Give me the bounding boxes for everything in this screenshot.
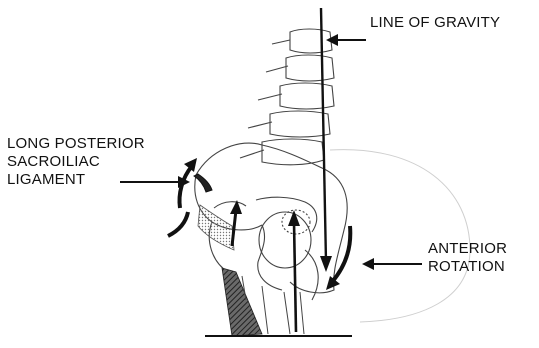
rotation-label-pointer xyxy=(362,258,422,270)
lower-left-curved-arrow xyxy=(168,212,188,236)
vertebra-3 xyxy=(280,83,334,109)
ligament-label-line-2: SACROILIAC xyxy=(7,153,145,171)
vertebra-4 xyxy=(270,111,330,137)
rotation-label-line-1: ANTERIOR xyxy=(428,240,507,258)
rotation-label-line-2: ROTATION xyxy=(428,258,507,276)
ligament-label-line-3: LIGAMENT xyxy=(7,171,145,189)
vertebra-2 xyxy=(286,55,334,81)
long-posterior-sacroiliac-ligament-label: LONG POSTERIOR SACROILIAC LIGAMENT xyxy=(7,135,145,189)
ground-reaction-arrow-center xyxy=(288,210,300,332)
ground-reaction-arrow-left xyxy=(230,200,242,246)
gravity-label-pointer xyxy=(326,34,366,46)
line-of-gravity-label: LINE OF GRAVITY xyxy=(370,14,500,32)
sacroiliac-shaded-region xyxy=(198,205,234,250)
vertebra-1 xyxy=(290,29,332,53)
vertebra-5 xyxy=(262,139,324,165)
lumbar-spine xyxy=(240,29,334,165)
ligament-band xyxy=(194,174,212,192)
anterior-rotation-label: ANTERIOR ROTATION xyxy=(428,240,507,276)
ligament-label-line-1: LONG POSTERIOR xyxy=(7,135,145,153)
